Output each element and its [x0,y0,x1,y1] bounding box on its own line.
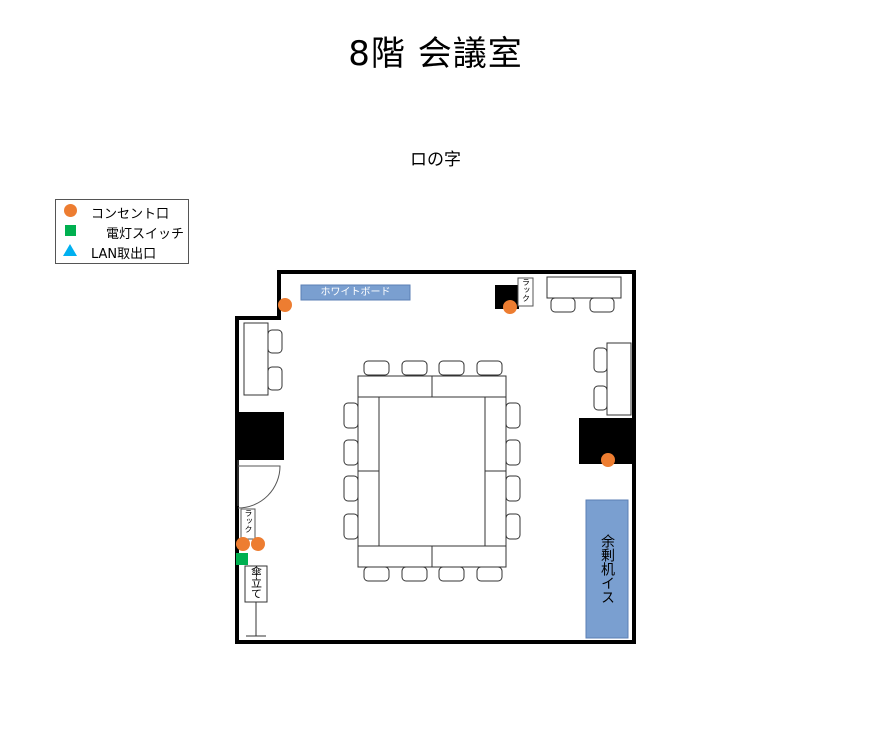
umbrella-stand [244,565,268,637]
right-desk-set [593,342,632,416]
left-desk-set [243,322,283,396]
whiteboard-label: ホワイトボード [320,287,391,298]
legend-item-lan: LAN取出口 [56,241,190,262]
legend-label-switch: 電灯スイッチ [106,227,185,242]
outlet-icon [236,537,250,551]
door [237,460,281,509]
light-switch-icon [236,553,248,565]
whiteboard [300,284,411,301]
outlet-icon [251,537,265,551]
outlet-icon [503,300,517,314]
switch-square-icon [65,225,76,236]
spare-furniture-label: 余剰机イス [599,534,615,604]
room-walls [235,270,636,644]
outlets [236,298,615,551]
rack-top [517,277,534,307]
left-pillar [236,412,284,460]
chairs-right [505,402,521,540]
center-tables [357,375,507,568]
chairs-bottom [363,566,503,582]
legend-item-outlet: コンセント口 [56,201,190,222]
spare-furniture [585,499,629,639]
outlet-icon [601,453,615,467]
lan-triangle-icon [63,244,77,256]
legend-label-outlet: コンセント口 [91,207,170,222]
rack-left [240,508,256,540]
rack-top-label: ラック [521,278,531,302]
legend-item-switch: 電灯スイッチ [56,221,190,242]
legend: コンセント口 電灯スイッチ LAN取出口 [55,199,189,264]
chairs-top [363,360,503,376]
outlet-circle-icon [64,204,77,217]
top-right-desk-set [546,276,622,313]
page-title: 8階 会議室 [348,34,523,74]
rack-left-label: ラック [244,509,253,533]
outlet-icon [278,298,292,312]
legend-label-lan: LAN取出口 [91,247,157,262]
chairs-left [343,402,359,540]
layout-subtitle: ロの字 [410,150,461,170]
umbrella-stand-label: 傘立て [249,566,263,599]
